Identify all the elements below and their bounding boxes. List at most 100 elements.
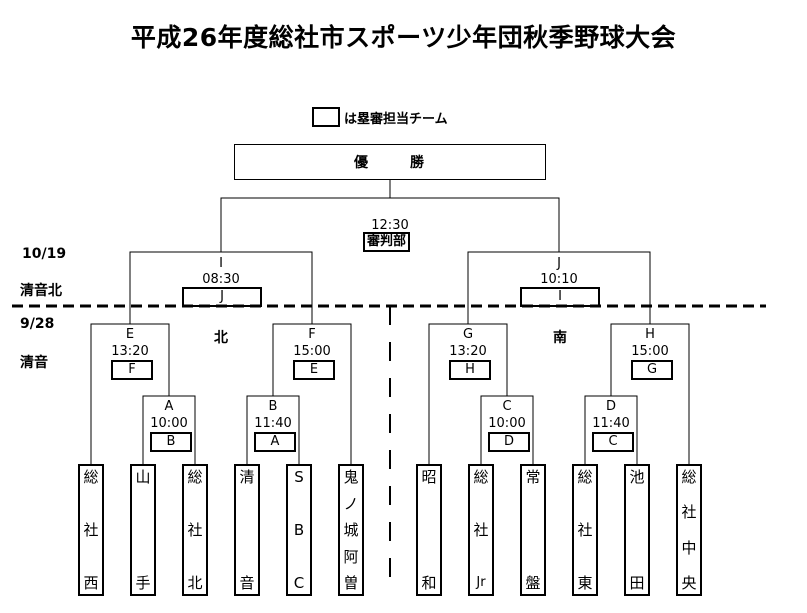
team-name-char: Jr (476, 575, 486, 590)
legend: は塁審担当チーム (312, 107, 448, 127)
team-box: 総社中央 (676, 464, 702, 596)
team-name-char: 曽 (343, 574, 359, 592)
legend-text: は塁審担当チーム (344, 111, 448, 127)
block-south: 南 (553, 330, 567, 346)
day1-date: 9/28 (20, 316, 55, 332)
team-name-char: S (294, 468, 304, 486)
team-name-char: 社 (187, 521, 203, 539)
page-title: 平成26年度総社市スポーツ少年団秋季野球大会 (130, 23, 677, 52)
team-box: 総社西 (78, 464, 104, 596)
match-H-umpire: G (631, 360, 673, 380)
team-box: 山手 (130, 464, 156, 596)
team-name-char: 常 (525, 468, 541, 486)
match-J-label: J (557, 256, 561, 271)
bracket-E (90, 323, 170, 466)
team-name-char: B (293, 521, 305, 539)
team-name-char: 東 (577, 574, 593, 592)
team-name-char: 音 (239, 574, 255, 592)
team-name-char: 央 (681, 573, 697, 592)
day2-venue: 清音北 (20, 283, 62, 299)
team-name-char: 北 (187, 574, 203, 592)
team-box: S B C (286, 464, 312, 596)
team-name-char: 中 (681, 538, 697, 557)
bracket-I (129, 251, 313, 324)
team-name-char: 田 (629, 574, 645, 592)
team-name-char: 社 (473, 521, 489, 539)
match-B-time: 11:40 (254, 416, 292, 431)
match-C-time: 10:00 (488, 416, 526, 431)
match-I-label: I (219, 256, 223, 271)
bracket-D (584, 395, 638, 466)
match-H-label: H (645, 327, 655, 342)
team-box: 鬼ノ城阿曽 (338, 464, 364, 596)
match-D-umpire: C (592, 432, 634, 452)
team-name-char: 総 (83, 468, 99, 486)
match-F-time: 15:00 (293, 344, 331, 359)
bracket-J (467, 251, 651, 324)
team-name-char: 清 (239, 468, 255, 486)
match-G-umpire: H (449, 360, 491, 380)
team-name-char: 社 (681, 503, 697, 522)
team-name-char: 総 (473, 468, 489, 486)
team-name-char: 手 (135, 574, 151, 592)
team-name-char: 総 (681, 468, 697, 486)
bracket-B (246, 395, 300, 466)
team-name-char: 城 (343, 521, 359, 539)
match-J-time: 10:10 (540, 272, 578, 287)
team-name-char: 総 (577, 468, 593, 486)
team-name-char: C (293, 574, 305, 592)
team-box: 常盤 (520, 464, 546, 596)
team-box: 総社東 (572, 464, 598, 596)
bracket-F (272, 323, 352, 466)
team-name-char: 社 (577, 521, 593, 539)
bracket-H (610, 323, 690, 466)
match-D-time: 11:40 (592, 416, 630, 431)
match-A-time: 10:00 (150, 416, 188, 431)
match-F-umpire: E (293, 360, 335, 380)
match-C-label: C (502, 399, 512, 414)
team-name-char: ノ (343, 494, 359, 513)
final-umpire: 審判部 (363, 232, 411, 252)
final-bracket (220, 197, 560, 252)
match-E-time: 13:20 (111, 344, 149, 359)
team-name-char: 和 (421, 574, 437, 592)
block-north: 北 (214, 330, 228, 346)
team-box: 総社北 (182, 464, 208, 596)
match-D-label: D (605, 399, 616, 414)
bracket-G (428, 323, 508, 466)
team-name-char: 総 (187, 468, 203, 486)
team-name-char: 阿 (343, 547, 359, 566)
team-name-char: 池 (629, 468, 645, 486)
match-G-time: 13:20 (449, 344, 487, 359)
match-H-time: 15:00 (631, 344, 669, 359)
team-name-char: 西 (83, 574, 99, 592)
legend-box-icon (312, 107, 340, 127)
match-E-umpire: F (111, 360, 153, 380)
bracket-A (142, 395, 196, 466)
match-A-label: A (164, 399, 174, 414)
champion-char-2: 勝 (410, 155, 426, 171)
team-box: 総社 Jr (468, 464, 494, 596)
bracket-C (480, 395, 534, 466)
champion-char-1: 優 (354, 155, 370, 171)
match-B-label: B (268, 399, 278, 414)
day2-date: 10/19 (22, 246, 67, 262)
match-B-umpire: A (254, 432, 296, 452)
final-time: 12:30 (371, 218, 409, 233)
team-name-char: 鬼 (343, 468, 359, 486)
match-G-label: G (462, 327, 474, 342)
team-name-char: 昭 (421, 468, 437, 486)
match-F-label: F (308, 327, 316, 342)
match-E-label: E (125, 327, 135, 342)
team-box: 清音 (234, 464, 260, 596)
match-J-umpire: I (520, 287, 600, 307)
team-name-char: 社 (83, 521, 99, 539)
match-I-umpire: J (182, 287, 262, 307)
team-name-char: 盤 (525, 574, 541, 592)
team-box: 昭和 (416, 464, 442, 596)
match-I-time: 08:30 (202, 272, 240, 287)
day1-venue: 清音 (20, 355, 48, 371)
team-name-char: 山 (135, 468, 151, 486)
match-C-umpire: D (488, 432, 530, 452)
